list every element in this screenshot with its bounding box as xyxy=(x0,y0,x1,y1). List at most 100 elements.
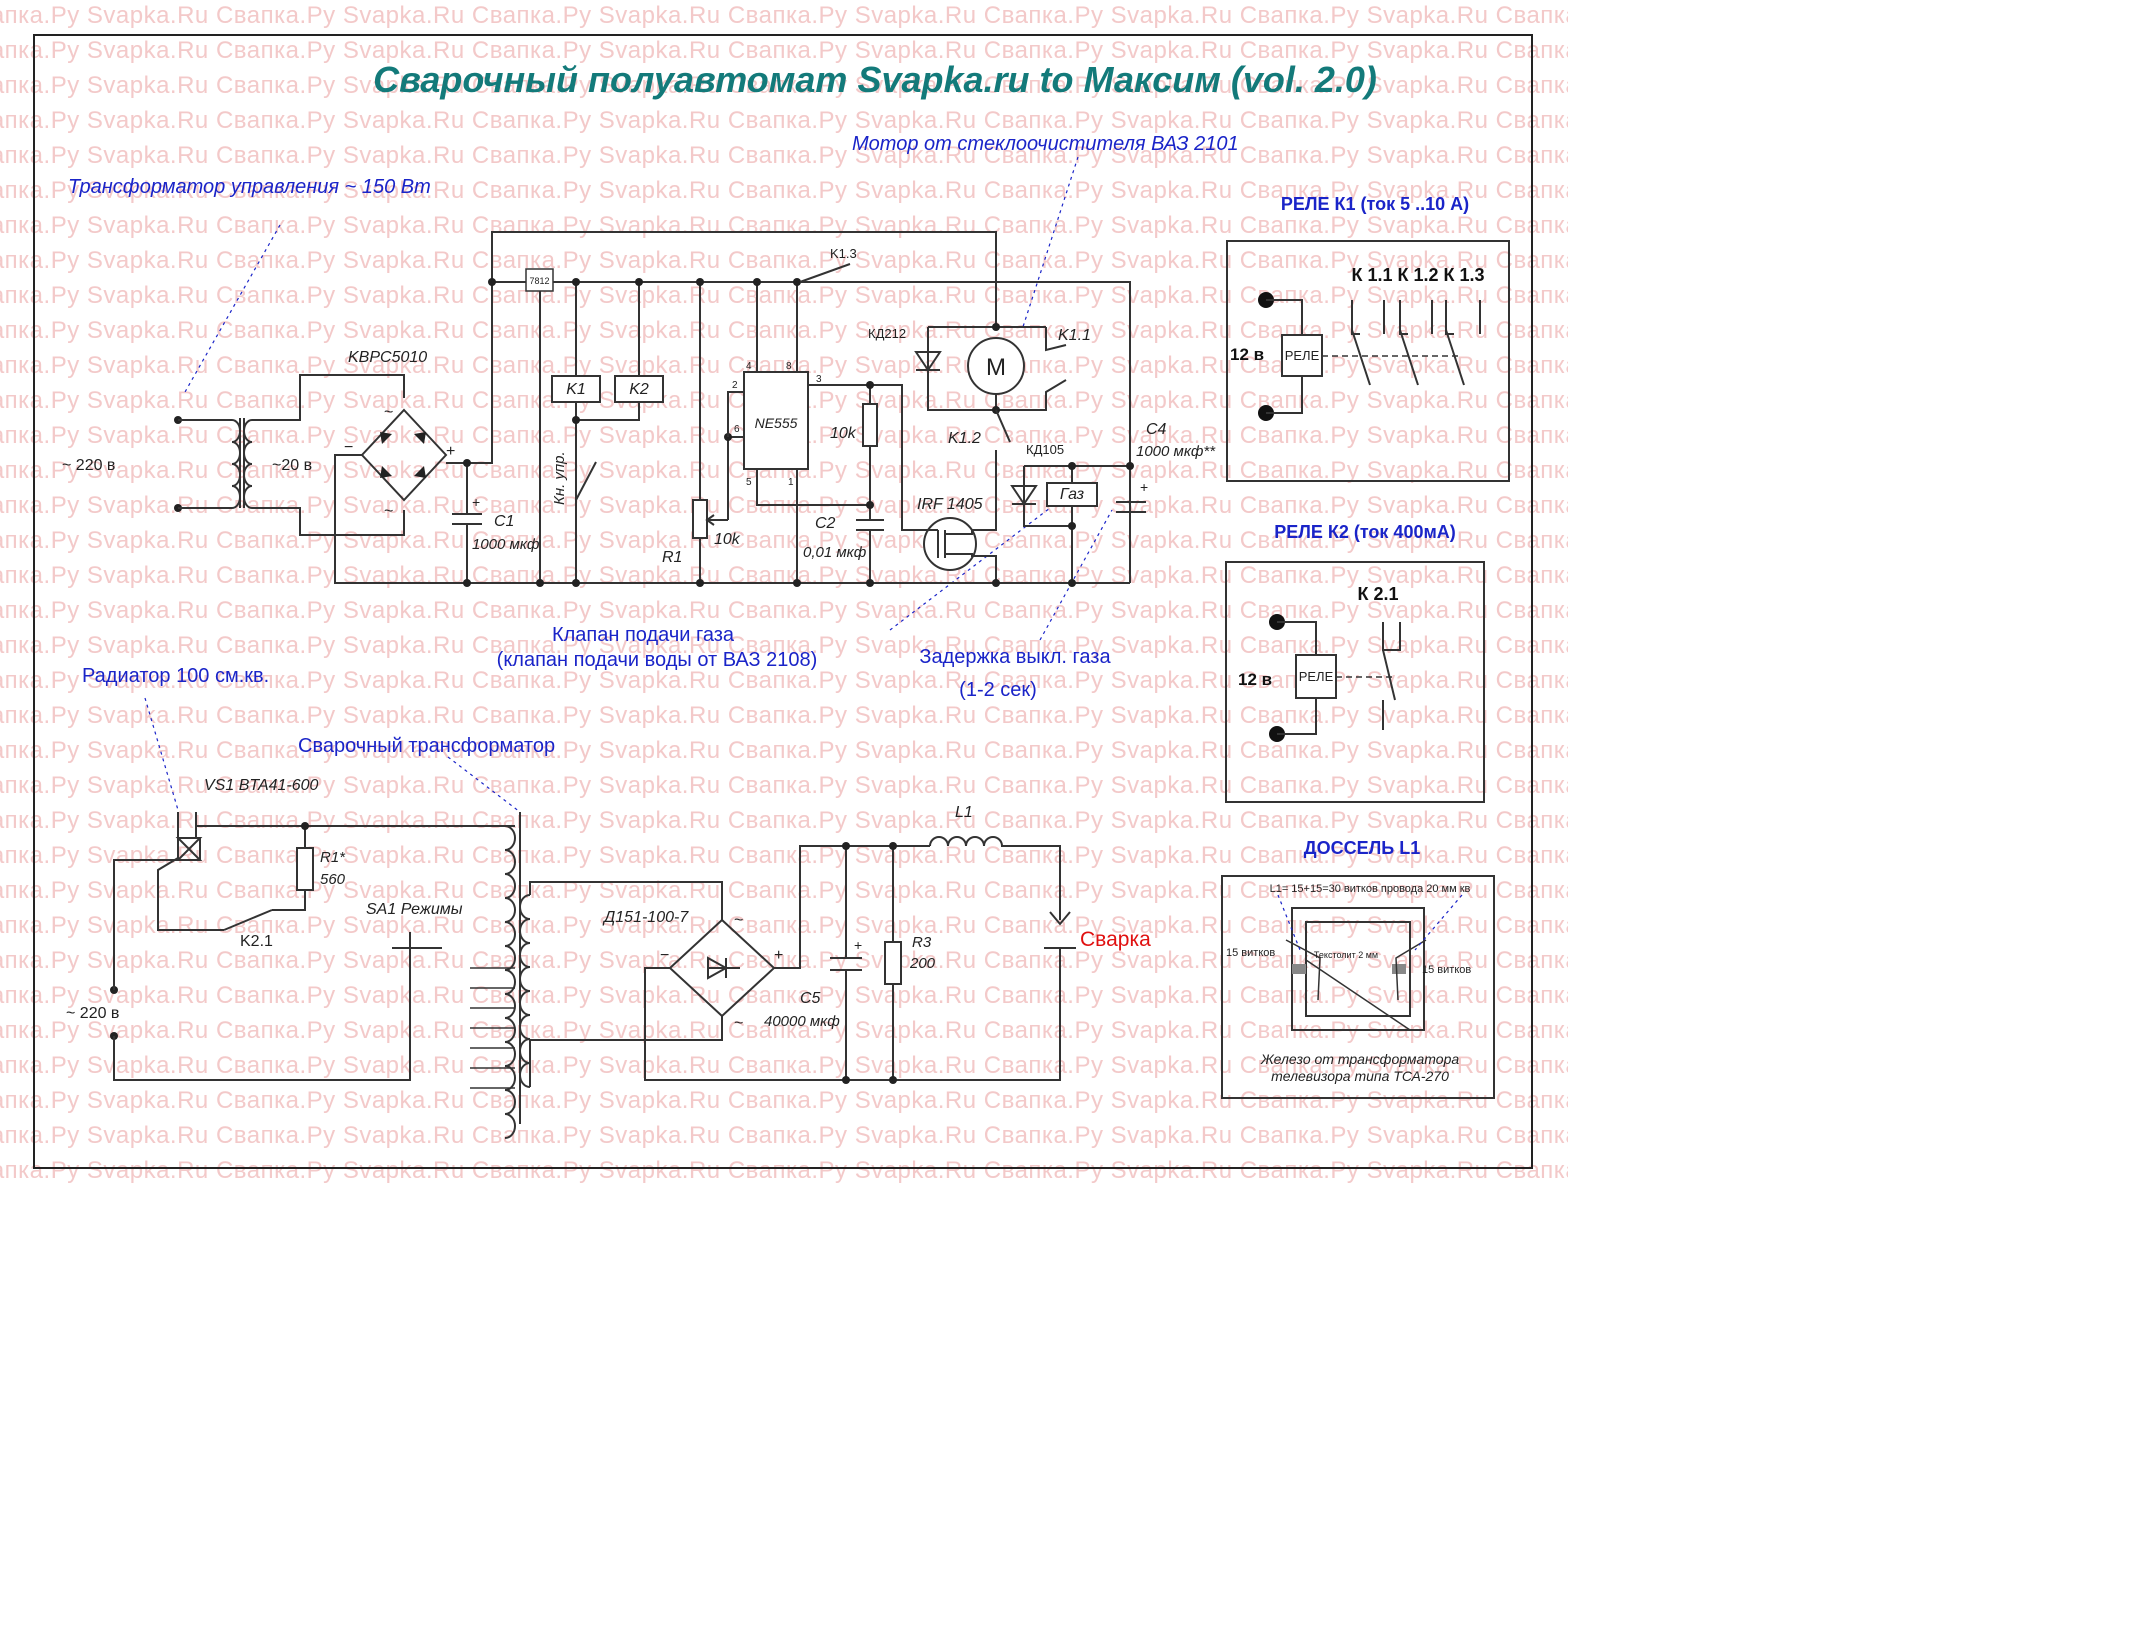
frame xyxy=(33,34,1533,1169)
node xyxy=(866,579,874,587)
triac-label: VS1 BTA41-600 xyxy=(204,777,319,794)
node xyxy=(842,1076,850,1084)
secondary-bottom-wire xyxy=(252,507,405,536)
node xyxy=(572,579,580,587)
relay-k2-leads xyxy=(1277,621,1317,735)
choke-box xyxy=(1221,875,1495,1099)
wiper-motor-note: Мотор от стеклоочистителя ВАЗ 2101 xyxy=(852,133,1239,155)
relay-k1-title: РЕЛЕ К1 (ток 5 ..10 А) xyxy=(1281,194,1469,214)
regulator-label: 7812 xyxy=(529,276,549,286)
rectifier-plus: + xyxy=(774,947,783,964)
c4-plus: + xyxy=(1140,479,1148,495)
watermark-text: Свапка.Ру Svapka.Ru Свапка.Ру Svapka.Ru … xyxy=(0,702,1568,729)
ne555-pins xyxy=(727,282,870,583)
secondary-voltage-label: ~20 в xyxy=(272,457,312,474)
k2-coil xyxy=(614,375,664,403)
watermark-text: Свапка.Ру Svapka.Ru Свапка.Ру Svapka.Ru … xyxy=(0,1122,1568,1149)
watermark-text: Свапка.Ру Svapka.Ru Свапка.Ру Svapka.Ru … xyxy=(0,177,1568,204)
watermark-text: Свапка.Ру Svapka.Ru Свапка.Ру Svapka.Ru … xyxy=(0,37,1568,64)
k13-output-wire xyxy=(860,281,1131,583)
k12-label: K1.2 xyxy=(948,430,981,447)
triac-gate-circuit xyxy=(157,825,306,931)
capacitor-c5 xyxy=(830,846,862,1080)
rectifier-bridge xyxy=(668,918,776,1018)
control-button xyxy=(575,461,597,501)
node xyxy=(463,579,471,587)
k13-label: K1.3 xyxy=(830,246,857,261)
c5-value: 40000 мкф xyxy=(764,1013,840,1030)
node xyxy=(488,278,496,286)
node xyxy=(889,1076,897,1084)
rectifier-ac-2: ~ xyxy=(734,1015,743,1032)
ne555-output-wire xyxy=(808,384,924,531)
power-mains-wires xyxy=(113,859,411,1081)
node xyxy=(696,579,704,587)
watermark-text: Свапка.Ру Svapka.Ru Свапка.Ру Svapka.Ru … xyxy=(0,212,1568,239)
gas-delay-note: Задержка выкл. газа xyxy=(919,646,1111,668)
relay-k2-switch xyxy=(1382,622,1401,730)
relay-k2-coil-label: РЕЛЕ xyxy=(1299,669,1334,684)
r3-name: R3 xyxy=(912,934,932,951)
node xyxy=(1126,462,1134,470)
node xyxy=(536,579,544,587)
rectifier-minus: − xyxy=(660,947,669,964)
gas-circuit xyxy=(1023,465,1130,583)
r1-potentiometer xyxy=(692,499,708,539)
c2-value: 0,01 мкф xyxy=(803,544,867,561)
node xyxy=(793,579,801,587)
bridge-minus: − xyxy=(344,439,353,456)
watermark-text: Свапка.Ру Svapka.Ru Свапка.Ру Svapka.Ru … xyxy=(0,107,1568,134)
pin: 6 xyxy=(734,424,740,435)
k12-wire xyxy=(972,450,997,531)
choke-winding: L1= 15+15=30 витков провода 20 мм кв xyxy=(1270,883,1471,895)
k2-label: K2 xyxy=(629,381,649,398)
button-label: Кн. упр. xyxy=(551,451,568,505)
motor-symbol: M xyxy=(986,354,1006,381)
ne555-chip xyxy=(743,371,809,470)
leader-radiator xyxy=(144,697,179,811)
pin: 3 xyxy=(816,374,822,385)
irf1405-leads xyxy=(924,529,997,583)
secondary-top-wire xyxy=(252,374,405,421)
rectifier-label: Д151-100-7 xyxy=(602,909,689,926)
relay-k2-voltage: 12 в xyxy=(1238,670,1272,689)
watermark-text: Свапка.Ру Svapka.Ru Свапка.Ру Svapka.Ru … xyxy=(0,772,1568,799)
pin: 5 xyxy=(746,477,752,488)
k13-contact xyxy=(799,263,851,283)
irf1405-mosfet xyxy=(923,517,977,571)
k11-label: K1.1 xyxy=(1058,327,1091,344)
motor-loop xyxy=(927,326,1046,411)
node xyxy=(635,278,643,286)
c2-name: C2 xyxy=(815,515,836,532)
r3-value: 200 xyxy=(909,955,936,972)
choke-right-turns: 15 витков xyxy=(1422,964,1471,976)
k1-coil xyxy=(551,375,601,403)
kd212-diode xyxy=(914,351,942,372)
bridge-label: KBPC5010 xyxy=(348,349,427,366)
k21-contact xyxy=(223,909,273,931)
choke-left-turns: 15 витков xyxy=(1226,947,1275,959)
c5-plus: + xyxy=(854,937,862,953)
watermark-text: Свапка.Ру Svapka.Ru Свапка.Ру Svapka.Ru … xyxy=(0,597,1568,624)
triac-vs1 xyxy=(175,812,203,861)
node xyxy=(866,381,874,389)
resistor-10k xyxy=(862,403,878,447)
relay-k1-voltage: 12 в xyxy=(1230,345,1264,364)
radiator-note: Радиатор 100 см.кв. xyxy=(82,665,269,687)
irf1405-label: IRF 1405 xyxy=(917,496,983,513)
relay-k2-box xyxy=(1225,561,1485,803)
welding-transformer-secondary xyxy=(519,894,531,1088)
l1-label: L1 xyxy=(955,804,973,821)
r1-value: 10k xyxy=(714,531,741,548)
relay-k2-title: РЕЛЕ К2 (ток 400мА) xyxy=(1274,522,1456,542)
welding-output-label: Сварка xyxy=(1080,928,1151,951)
sa1-taps xyxy=(470,967,515,1089)
gas-valve xyxy=(1046,482,1098,507)
node xyxy=(1068,462,1076,470)
c1-name: C1 xyxy=(494,513,514,530)
capacitor-c4 xyxy=(1116,501,1146,513)
watermark-text: Свапка.Ру Svapka.Ru Свапка.Ру Svapka.Ru … xyxy=(0,737,1568,764)
choke-gap xyxy=(1292,964,1306,974)
c5-name: C5 xyxy=(800,990,821,1007)
choke-windings xyxy=(1285,939,1427,1031)
